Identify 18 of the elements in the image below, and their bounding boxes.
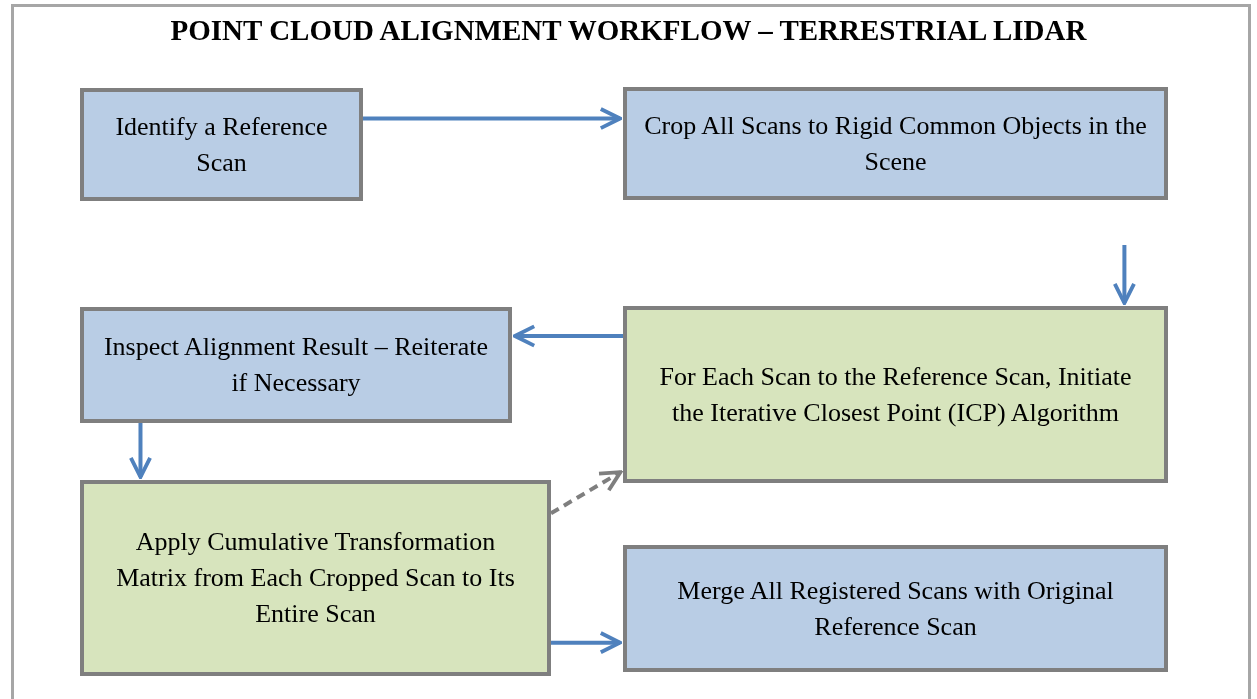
step-text: Inspect Alignment Result – Reiterate if Necessary [102, 331, 490, 399]
arrow [1112, 245, 1136, 305]
process-box [623, 545, 1168, 672]
step-text: Merge All Registered Scans with Original Reference Scan [676, 574, 1115, 643]
process-box [80, 88, 363, 201]
arrow [128, 423, 152, 479]
process-box [623, 306, 1168, 483]
arrow [551, 631, 622, 655]
process-box [623, 87, 1168, 200]
arrow [363, 107, 622, 131]
arrow [513, 324, 623, 348]
process-box [80, 307, 512, 423]
step-text: For Each Scan to the Reference Scan, Initiate the Iterative Closest Point (ICP) Algorithm [658, 360, 1133, 429]
step-text: Apply Cumulative Transformation Matrix from Each Cropped Scan to Its Entire Scan [115, 526, 516, 630]
step-text: Identify a Reference Scan [114, 110, 329, 179]
title: POINT CLOUD ALIGNMENT WORKFLOW – TERRESTRIAL LIDAR [169, 14, 1088, 47]
process-box [80, 480, 551, 676]
step-text: Crop All Scans to Rigid Common Objects in the Scene [643, 109, 1148, 178]
